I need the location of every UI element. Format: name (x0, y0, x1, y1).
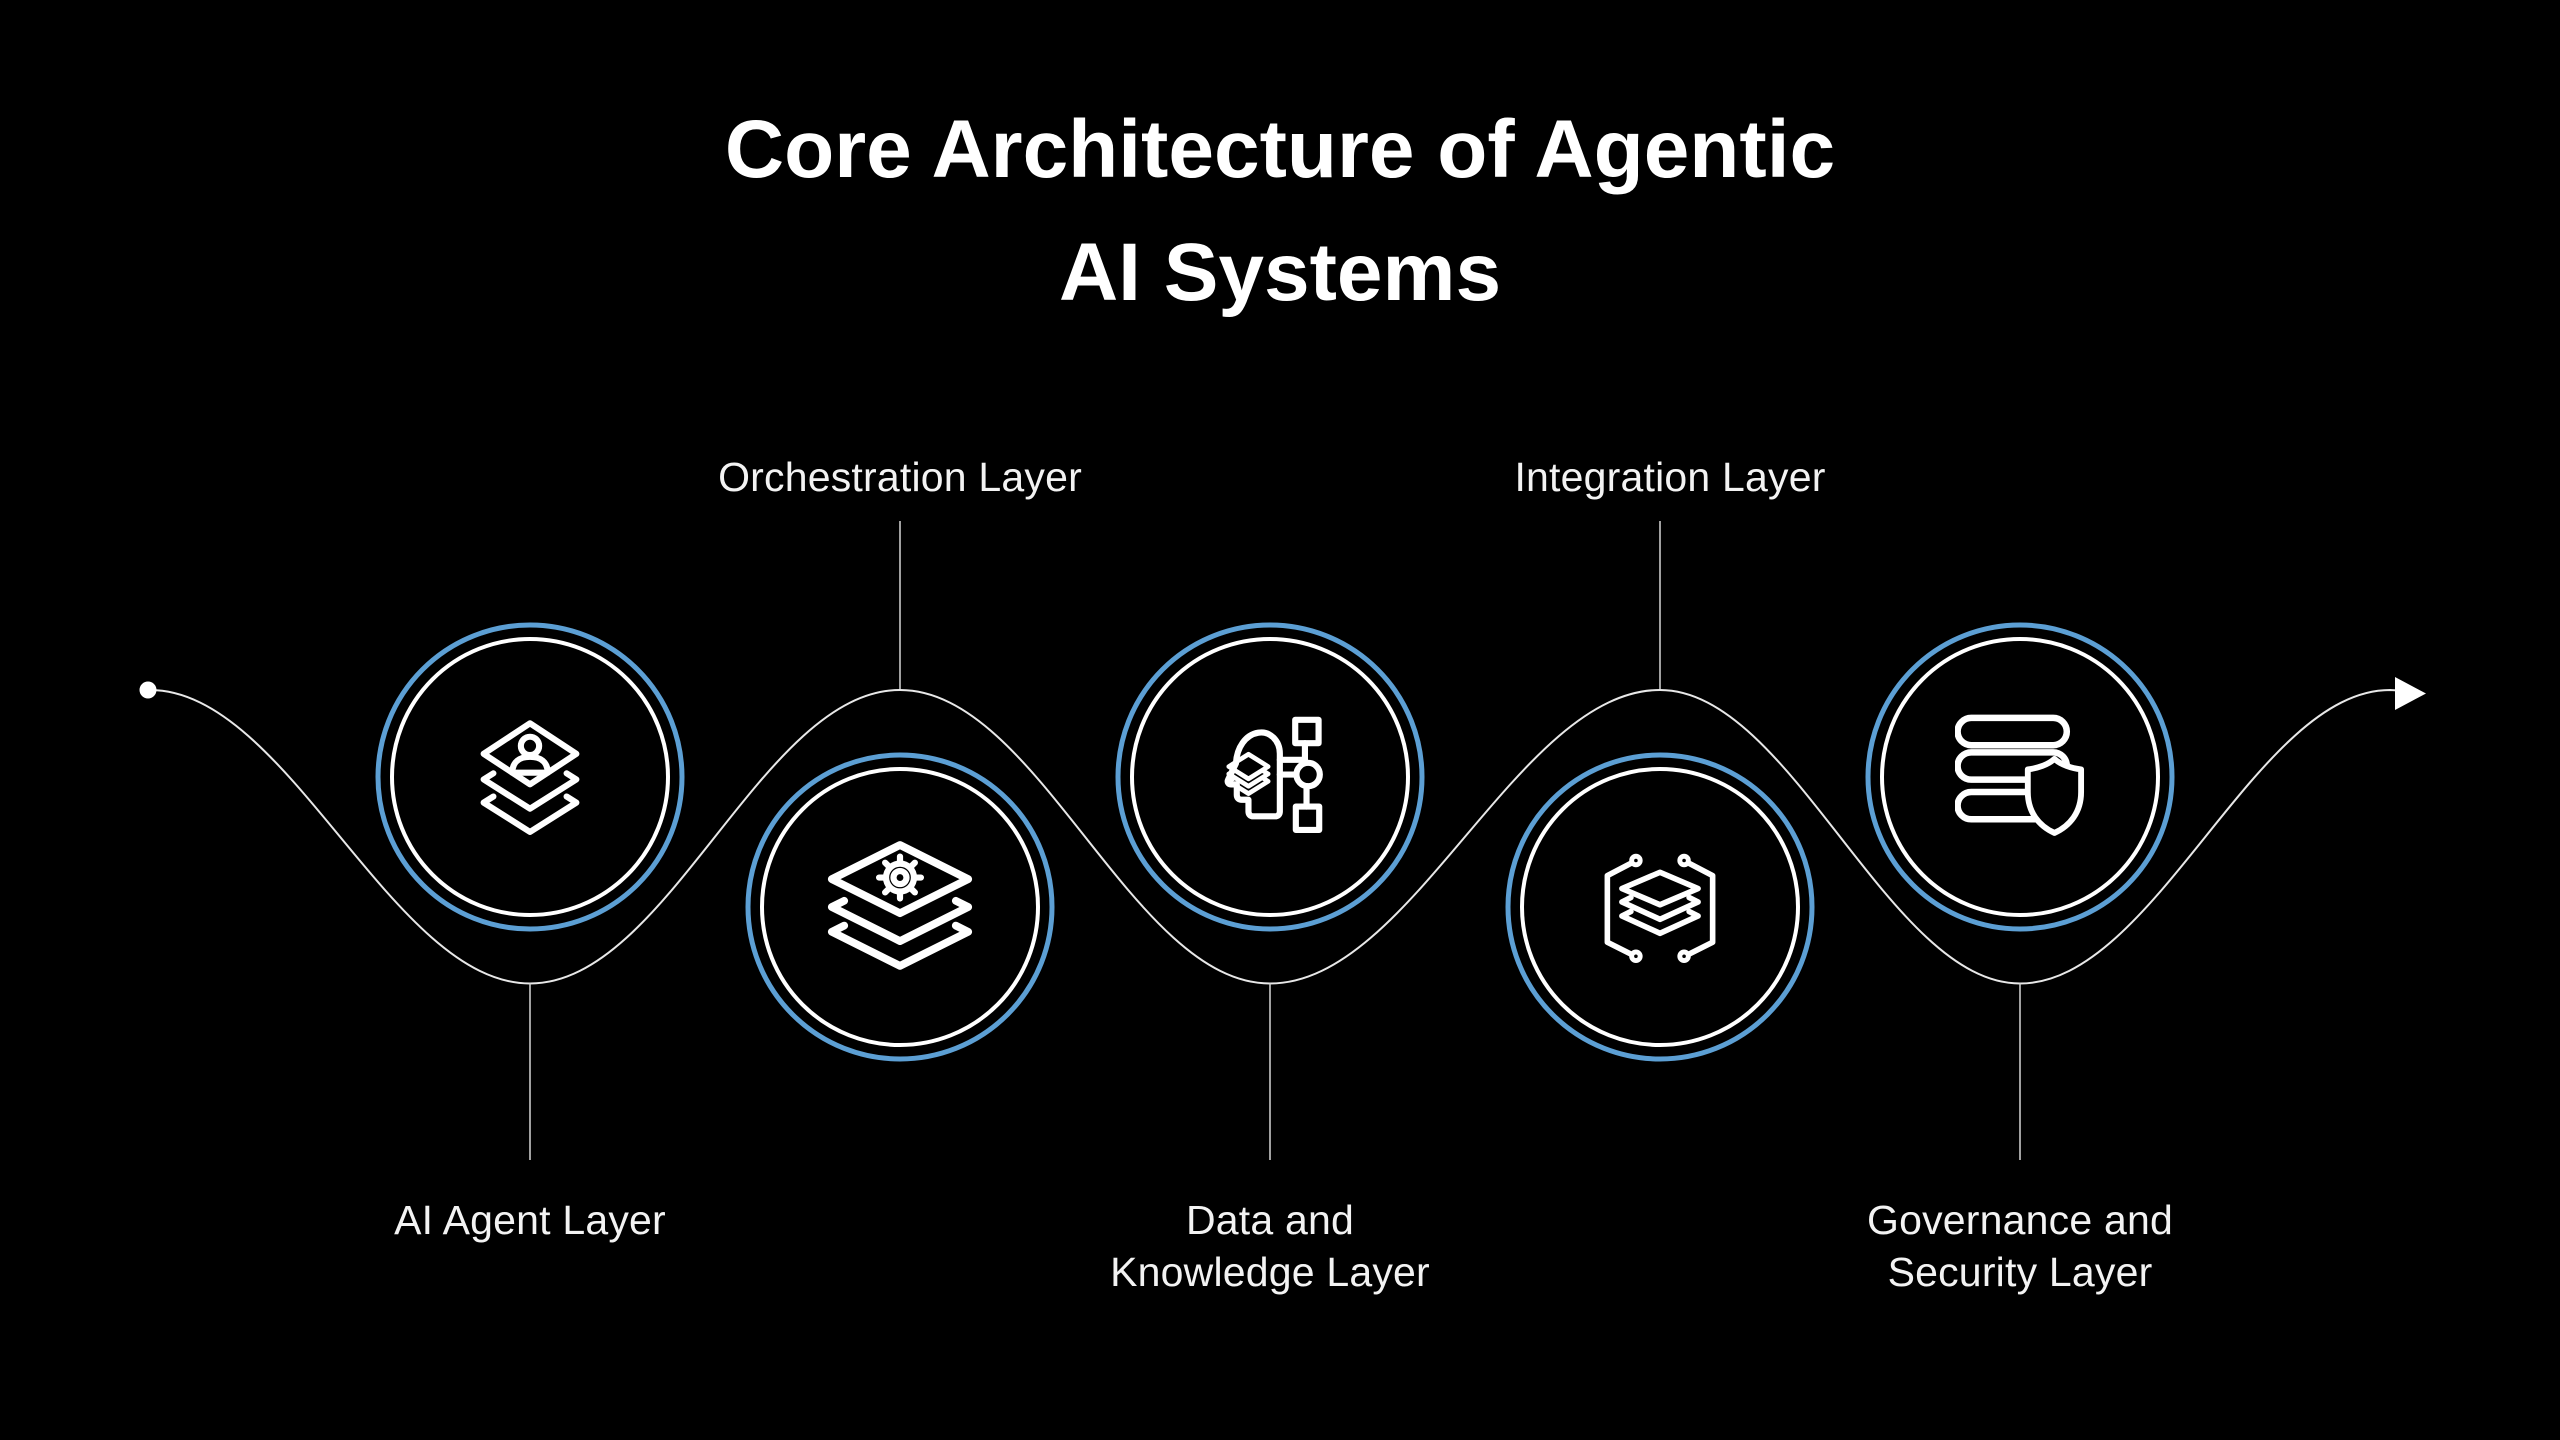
node-ring-white (1880, 637, 2160, 917)
label-orchestration-layer: Orchestration Layer (718, 451, 1082, 503)
flow-end-arrow-icon (2395, 677, 2426, 710)
node-ring-white (1130, 637, 1410, 917)
label-line: Integration Layer (1514, 454, 1826, 500)
node-ring-white (1520, 767, 1800, 1047)
label-line: Data and (1185, 1197, 1354, 1243)
label-line: Security Layer (1887, 1249, 2153, 1295)
label-line: Knowledge Layer (1110, 1249, 1430, 1295)
node-ring-white (760, 767, 1040, 1047)
label-integration-layer: Integration Layer (1514, 451, 1825, 503)
page-title: Core Architecture of Agentic AI Systems (0, 88, 2560, 334)
page-title-line1: Core Architecture of Agentic (724, 104, 1836, 195)
layers-user-icon (480, 720, 580, 835)
node-orchestration-layer (745, 752, 1055, 1062)
node-governance-security-layer (1865, 622, 2175, 932)
node-ring-blue (1115, 622, 1425, 932)
flow-start-dot (139, 681, 157, 699)
layers-gear-icon (827, 841, 973, 970)
node-integration-layer (1505, 752, 1815, 1062)
node-ring-white (390, 637, 670, 917)
node-ai-agent-layer (375, 622, 685, 932)
node-data-knowledge-layer (1115, 622, 1425, 932)
hexagon-layers-icon (1604, 853, 1716, 963)
label-governance-security-layer: Governance and Security Layer (1867, 1194, 2173, 1298)
label-data-knowledge-layer: Data and Knowledge Layer (1110, 1194, 1430, 1298)
node-ring-blue (375, 622, 685, 932)
label-line: Governance and (1867, 1197, 2173, 1243)
label-line: Orchestration Layer (718, 454, 1082, 500)
node-ring-blue (745, 752, 1055, 1062)
label-ai-agent-layer: AI Agent Layer (394, 1194, 666, 1246)
page-title-line2: AI Systems (1058, 227, 1502, 318)
head-flowchart-icon (1224, 716, 1323, 833)
label-line: AI Agent Layer (394, 1197, 666, 1243)
database-shield-icon (1955, 714, 2085, 836)
